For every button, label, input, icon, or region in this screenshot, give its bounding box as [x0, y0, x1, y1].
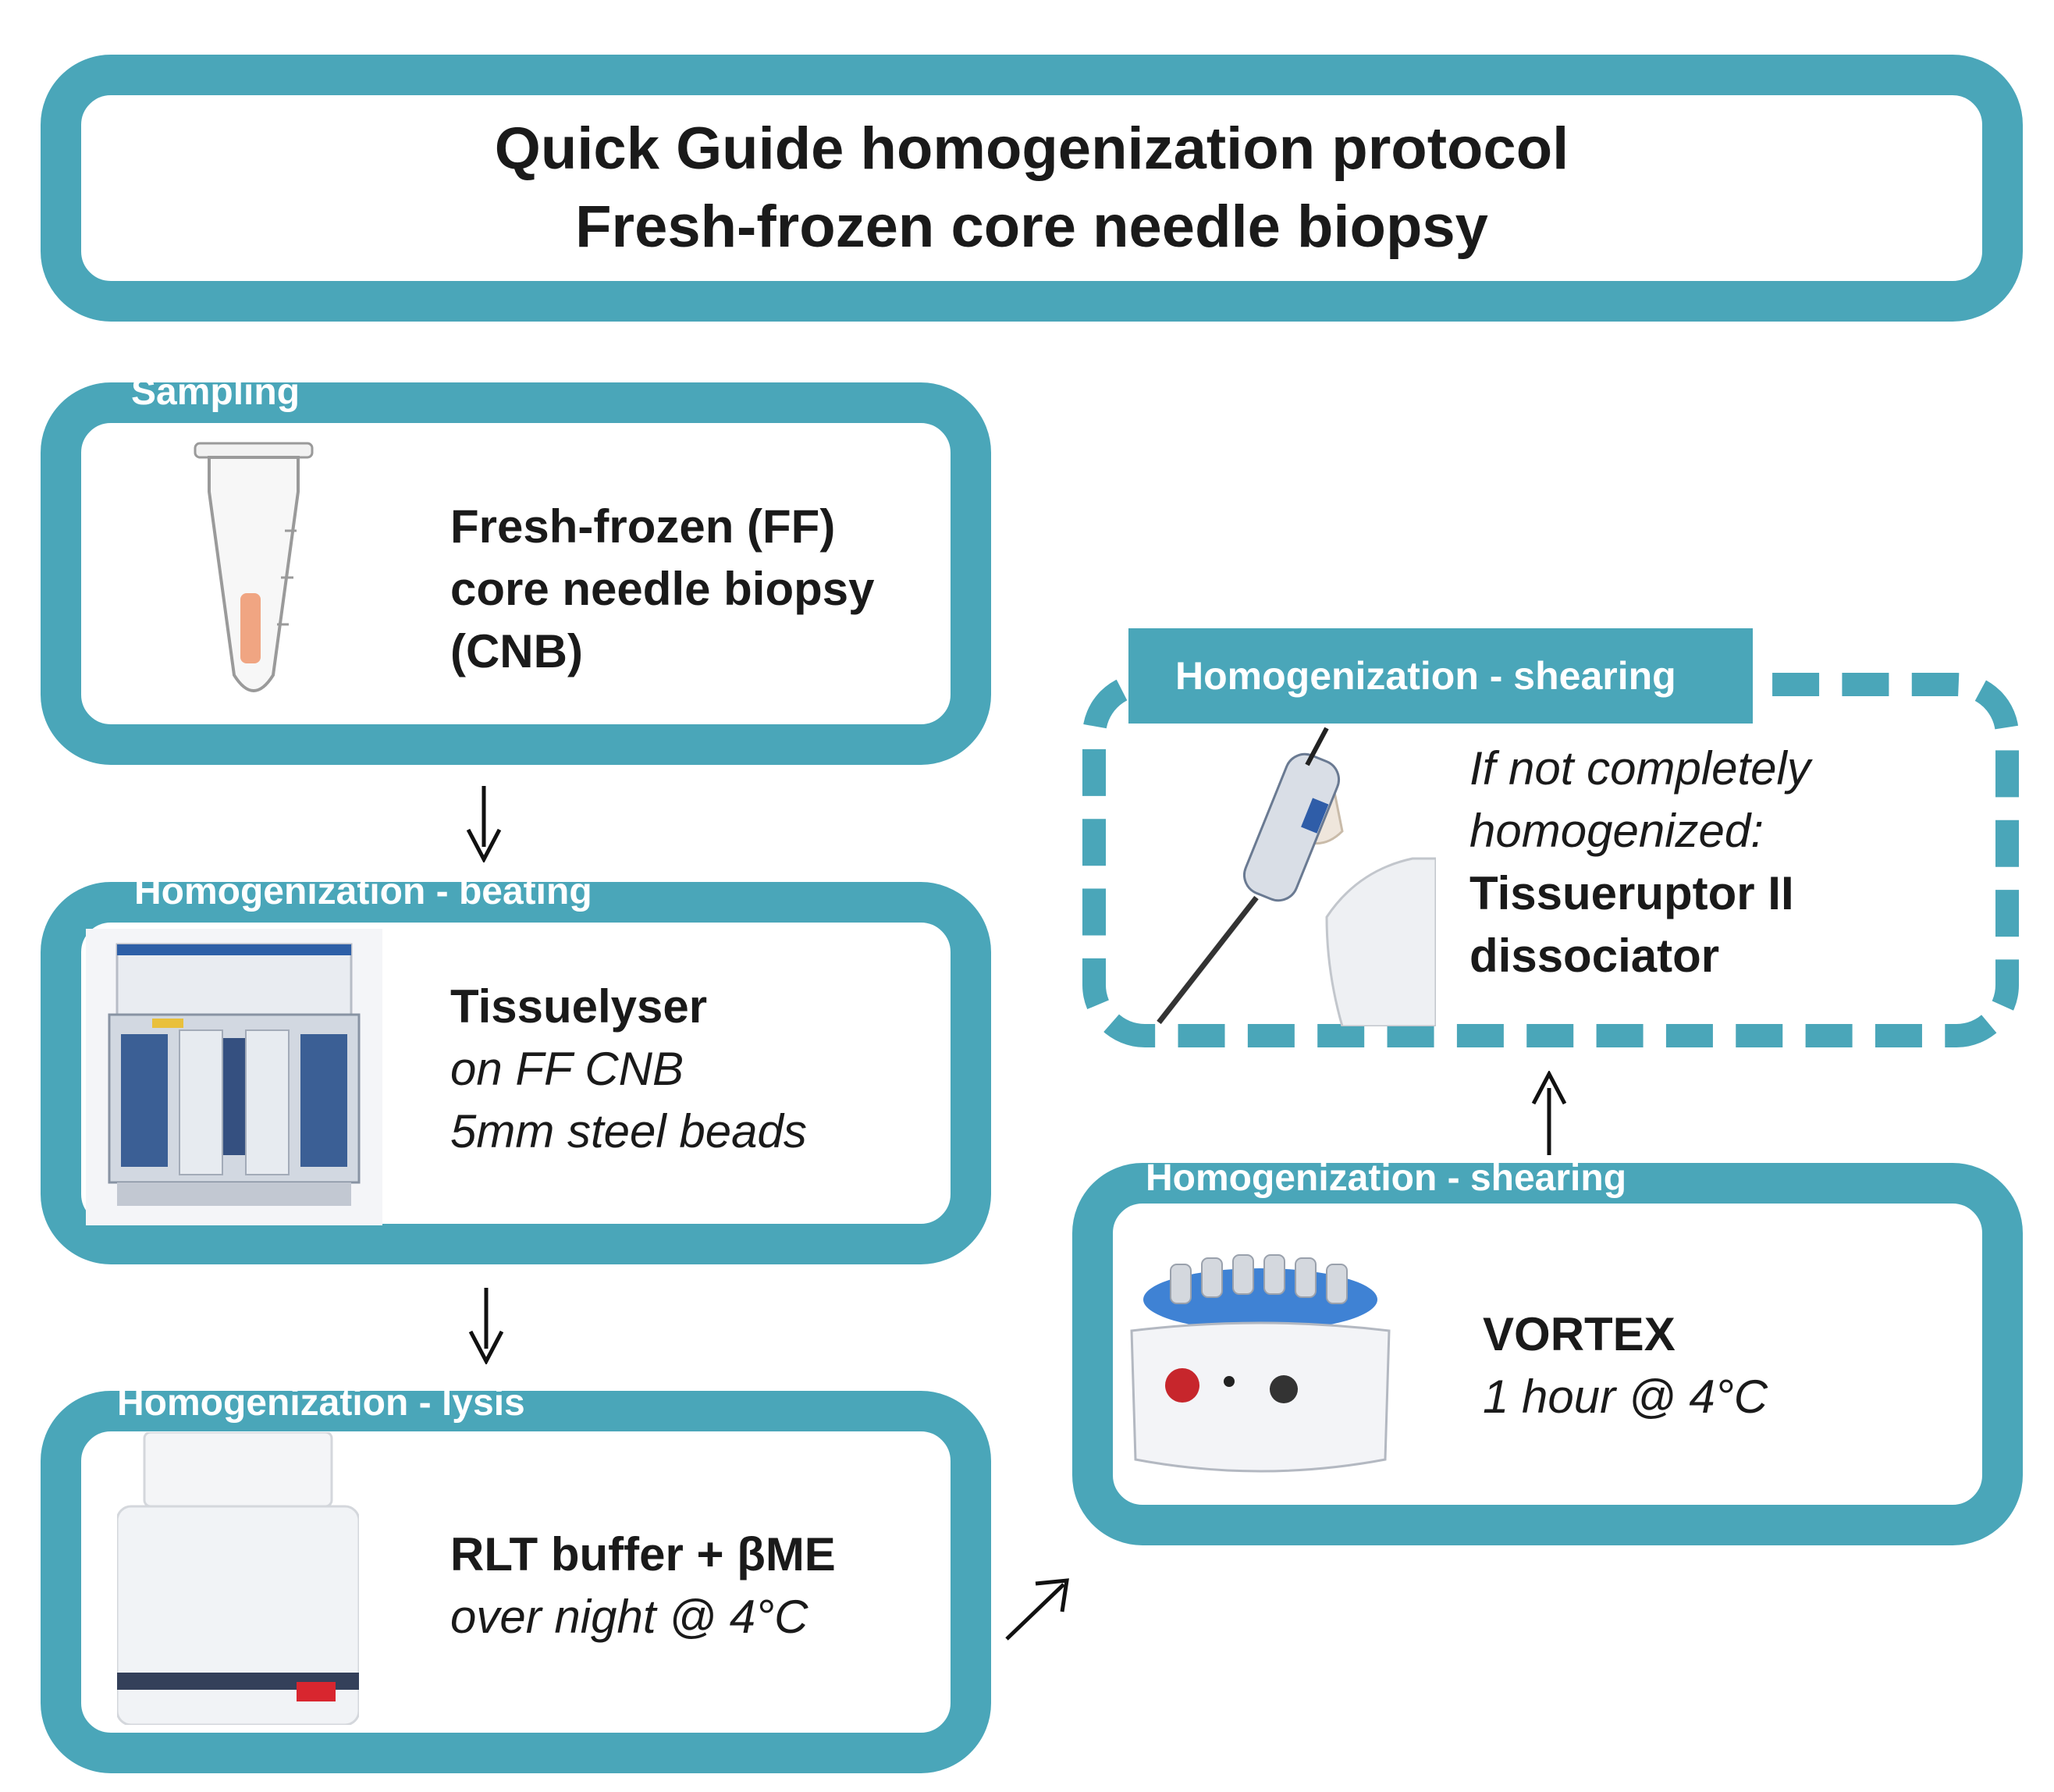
lysis-line-2: over night @ 4°C [450, 1591, 808, 1643]
tissueruptor-line-2: homogenized: [1469, 805, 1764, 857]
vortex-mixer-icon [1130, 1254, 1391, 1473]
tissueruptor-line-3: Tissueruptor II [1469, 867, 1794, 919]
lysis-text: RLT buffer + βME over night @ 4°C [450, 1524, 836, 1648]
arrow-down-icon [466, 786, 502, 862]
lysis-line-1: RLT buffer + βME [450, 1528, 836, 1580]
vortex-label: Homogenization - shearing [1146, 1157, 1627, 1199]
vortex-text: VORTEX 1 hour @ 4°C [1483, 1303, 1768, 1428]
vortex-line-2: 1 hour @ 4°C [1483, 1371, 1768, 1423]
arrow-up-icon [1531, 1071, 1567, 1155]
title-line-1: Quick Guide homogenization protocol [494, 116, 1569, 182]
tissueruptor-text: If not completely homogenized: Tissuerup… [1469, 738, 1811, 987]
sampling-line-3: (CNB) [450, 625, 583, 677]
tissueruptor-label: Homogenization - shearing [1128, 628, 1753, 724]
microtube-icon [194, 442, 314, 692]
sampling-line-1: Fresh-frozen (FF) [450, 500, 836, 553]
beating-text: Tissuelyser on FF CNB 5mm steel beads [450, 976, 807, 1163]
beating-line-3: 5mm steel beads [450, 1105, 807, 1157]
beating-line-2: on FF CNB [450, 1043, 684, 1095]
tissueruptor-line-1: If not completely [1469, 742, 1811, 795]
beating-box [41, 882, 991, 1264]
tissuelyser-icon [86, 929, 382, 1225]
sampling-label: Sampling [131, 372, 300, 413]
tissueruptor-line-4: dissociator [1469, 930, 1720, 982]
lysis-label: Homogenization - lysis [117, 1382, 525, 1424]
sampling-text: Fresh-frozen (FF) core needle biopsy (CN… [450, 496, 875, 683]
vortex-box [1072, 1163, 2023, 1545]
page-title: Quick Guide homogenization protocol Fres… [81, 95, 1982, 281]
vortex-line-1: VORTEX [1483, 1308, 1676, 1360]
sampling-box [41, 382, 991, 765]
sampling-line-2: core needle biopsy [450, 563, 875, 615]
title-line-2: Fresh-frozen core needle biopsy [575, 194, 1488, 260]
beating-label: Homogenization - beating [134, 871, 592, 912]
tissueruptor-label-text: Homogenization - shearing [1175, 654, 1676, 698]
buffer-bottle-icon [117, 1432, 359, 1725]
arrow-down-icon [468, 1288, 504, 1364]
beating-line-1: Tissuelyser [450, 980, 708, 1033]
title-box: Quick Guide homogenization protocol Fres… [41, 55, 2023, 322]
handheld-homogenizer-icon [1157, 727, 1436, 1026]
arrow-up-right-icon [1005, 1578, 1069, 1641]
